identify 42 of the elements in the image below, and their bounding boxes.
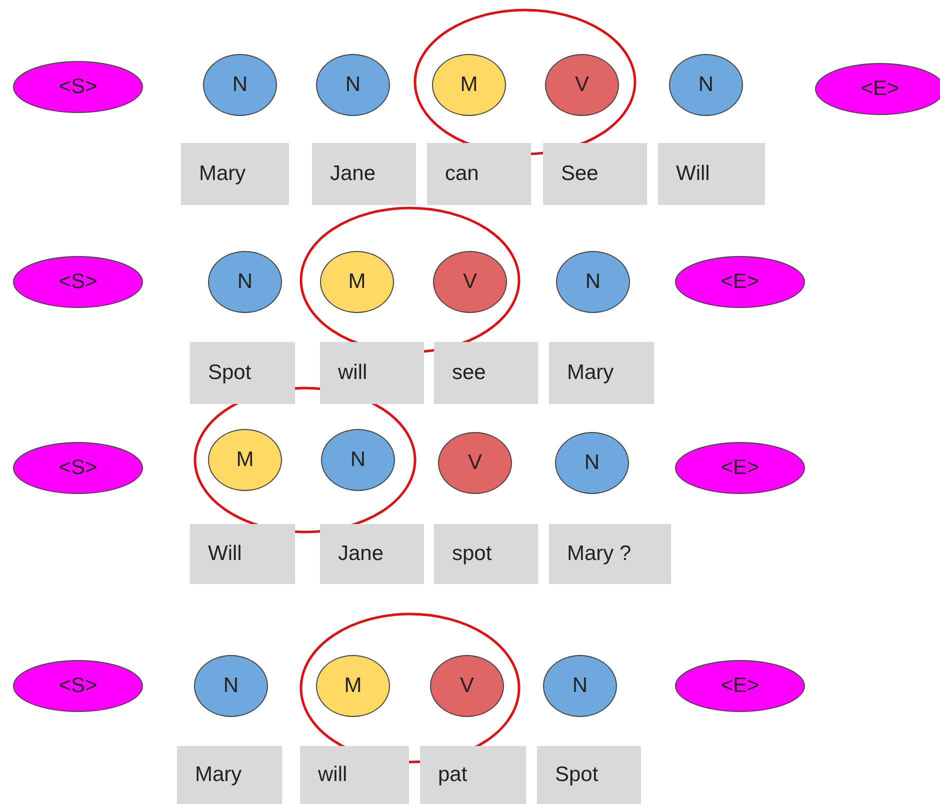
tag-ellipse: N: [555, 432, 629, 494]
tag-ellipse: N: [208, 251, 282, 313]
tag-ellipse: M: [320, 251, 394, 313]
word-tile: see: [434, 342, 538, 404]
word-tile: Mary: [549, 342, 654, 404]
tag-ellipse: M: [208, 429, 282, 491]
boundary-ellipse: <S>: [13, 61, 143, 113]
word-tile: will: [300, 746, 409, 804]
word-tile: Mary ?: [549, 524, 671, 584]
word-tile: Spot: [190, 342, 295, 404]
tag-ellipse: N: [669, 54, 743, 116]
tag-ellipse: N: [316, 54, 390, 116]
tag-ellipse: V: [430, 655, 504, 717]
boundary-ellipse: <E>: [675, 660, 805, 712]
tag-ellipse: N: [556, 251, 630, 313]
boundary-ellipse: <E>: [675, 256, 805, 308]
word-tile: spot: [434, 524, 538, 584]
boundary-ellipse: <S>: [13, 256, 143, 308]
word-tile: Mary: [181, 143, 289, 205]
tag-ellipse: V: [438, 432, 512, 494]
word-tile: See: [543, 143, 647, 205]
tag-ellipse: V: [433, 251, 507, 313]
tag-ellipse: N: [203, 54, 277, 116]
tag-ellipse: V: [545, 54, 619, 116]
word-tile: Will: [190, 524, 295, 584]
boundary-ellipse: <S>: [13, 660, 143, 712]
word-tile: can: [427, 143, 531, 205]
word-tile: Mary: [177, 746, 282, 804]
word-tile: Spot: [537, 746, 641, 804]
tag-ellipse: M: [432, 54, 506, 116]
boundary-ellipse: <S>: [13, 442, 143, 494]
word-tile: pat: [420, 746, 526, 804]
tag-ellipse: M: [316, 655, 390, 717]
word-tile: will: [320, 342, 424, 404]
tag-ellipse: N: [194, 655, 268, 717]
word-tile: Jane: [320, 524, 424, 584]
boundary-ellipse: <E>: [815, 63, 940, 115]
word-tile: Jane: [312, 143, 416, 205]
tag-ellipse: N: [543, 655, 617, 717]
word-tile: Will: [658, 143, 765, 205]
boundary-ellipse: <E>: [675, 442, 805, 494]
tag-ellipse: N: [321, 429, 395, 491]
